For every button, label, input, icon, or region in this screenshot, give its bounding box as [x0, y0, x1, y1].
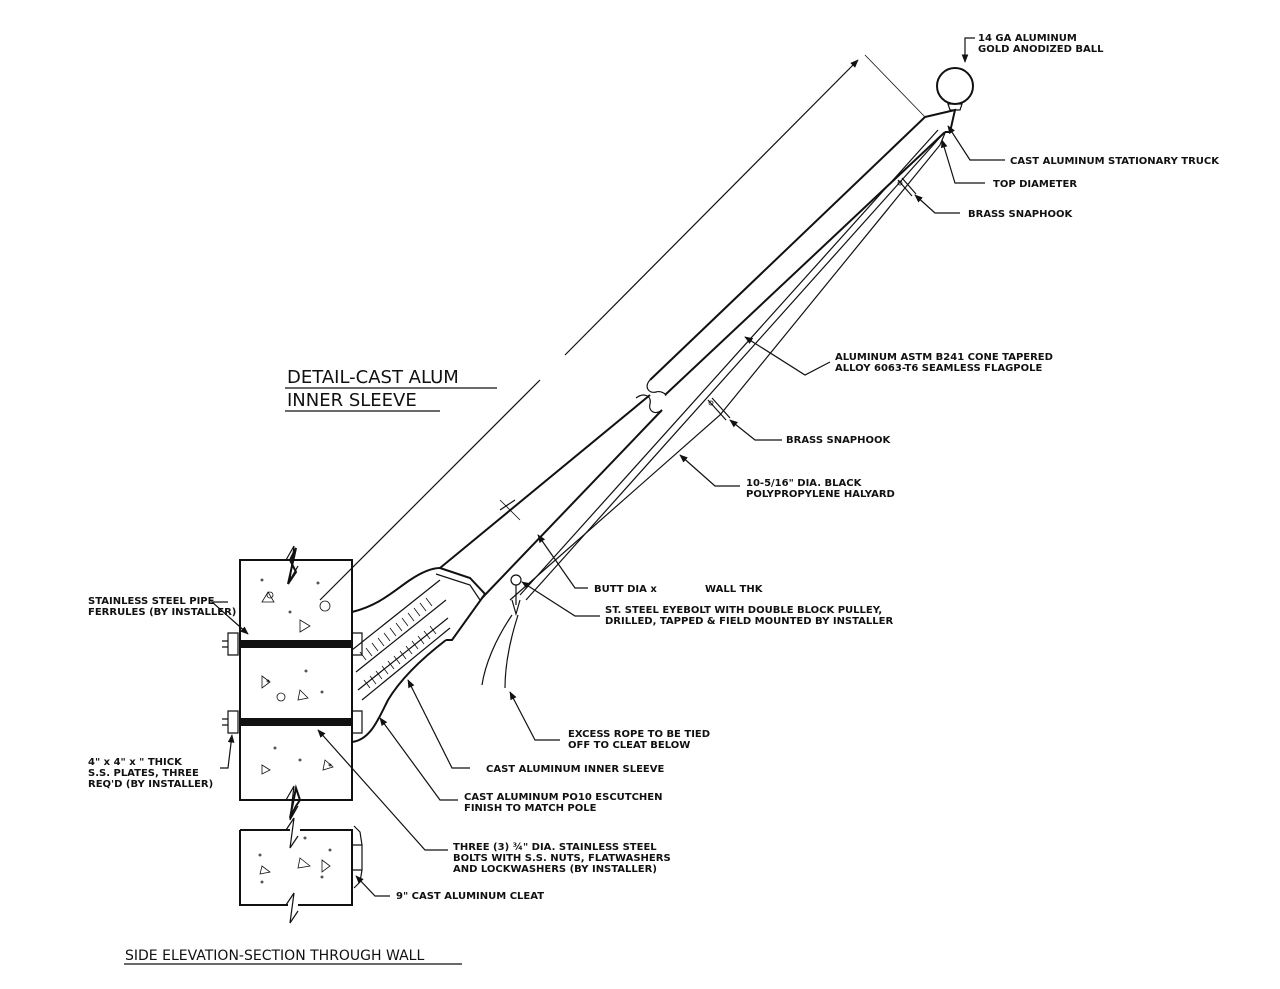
snaphook-top-label: BRASS SNAPHOOK: [968, 209, 1074, 220]
ball-and-truck: [924, 67, 974, 133]
butt-dia-label: BUTT DIA x: [594, 584, 657, 595]
bolts-label-line1: THREE (3) ¾" DIA. STAINLESS STEEL: [453, 842, 657, 853]
bolts-label-line2: BOLTS WITH S.S. NUTS, FLATWASHERS: [453, 853, 671, 864]
eyebolt-pulley: [481, 574, 522, 689]
plates-label-line2: S.S. PLATES, THREE: [88, 768, 199, 779]
footer-title: SIDE ELEVATION-SECTION THROUGH WALL: [125, 948, 424, 964]
truck-label: CAST ALUMINUM STATIONARY TRUCK: [1010, 156, 1220, 167]
excess-rope-label-line1: EXCESS ROPE TO BE TIED: [568, 729, 710, 740]
flagpole-shaft: [319, 54, 946, 601]
top-diameter-label: TOP DIAMETER: [993, 179, 1077, 190]
ferrules-label-line1: STAINLESS STEEL PIPE: [88, 596, 215, 607]
halyard-label-line1: 10-5/16" DIA. BLACK: [746, 478, 863, 489]
wall-section-upper: [239, 545, 353, 821]
eyebolt-label-line1: ST. STEEL EYEBOLT WITH DOUBLE BLOCK PULL…: [605, 605, 882, 616]
inner-sleeve-assembly: [351, 567, 487, 743]
detail-title-line1: DETAIL-CAST ALUM: [287, 367, 459, 388]
excess-rope-label-line2: OFF TO CLEAT BELOW: [568, 740, 690, 751]
ball-label-line1: 14 GA ALUMINUM: [978, 33, 1077, 44]
plates-label-line3: REQ'D (BY INSTALLER): [88, 779, 213, 790]
snaphook-mid-icon: [707, 397, 731, 421]
wall-section-lower: [239, 817, 363, 924]
inner-sleeve-label: CAST ALUMINUM INNER SLEEVE: [486, 764, 664, 775]
escutchen-label-line1: CAST ALUMINUM PO10 ESCUTCHEN: [464, 792, 663, 803]
ferrules-label-line2: FERRULES (BY INSTALLER): [88, 607, 236, 618]
plates-label-line1: 4" x 4" x " THICK: [88, 757, 183, 768]
wall-thk-label: WALL THK: [705, 584, 764, 595]
eyebolt-label-line2: DRILLED, TAPPED & FIELD MOUNTED BY INSTA…: [605, 616, 893, 627]
snaphook-top-icon: [897, 177, 917, 197]
leader-lines: [210, 37, 1005, 897]
detail-title-underline: [285, 387, 497, 412]
detail-title-line2: INNER SLEEVE: [287, 390, 417, 411]
pole-label-line2: ALLOY 6063-T6 SEAMLESS FLAGPOLE: [835, 363, 1042, 374]
through-bolt-lower: [222, 710, 363, 734]
pole-label-line1: ALUMINUM ASTM B241 CONE TAPERED: [835, 352, 1053, 363]
bolts-label-line3: AND LOCKWASHERS (BY INSTALLER): [453, 864, 657, 875]
cleat-label: 9" CAST ALUMINUM CLEAT: [396, 891, 544, 902]
snaphook-mid-label: BRASS SNAPHOOK: [786, 435, 892, 446]
escutchen-label-line2: FINISH TO MATCH POLE: [464, 803, 597, 814]
ball-label-line2: GOLD ANODIZED BALL: [978, 44, 1104, 55]
halyard-label-line2: POLYPROPYLENE HALYARD: [746, 489, 895, 500]
